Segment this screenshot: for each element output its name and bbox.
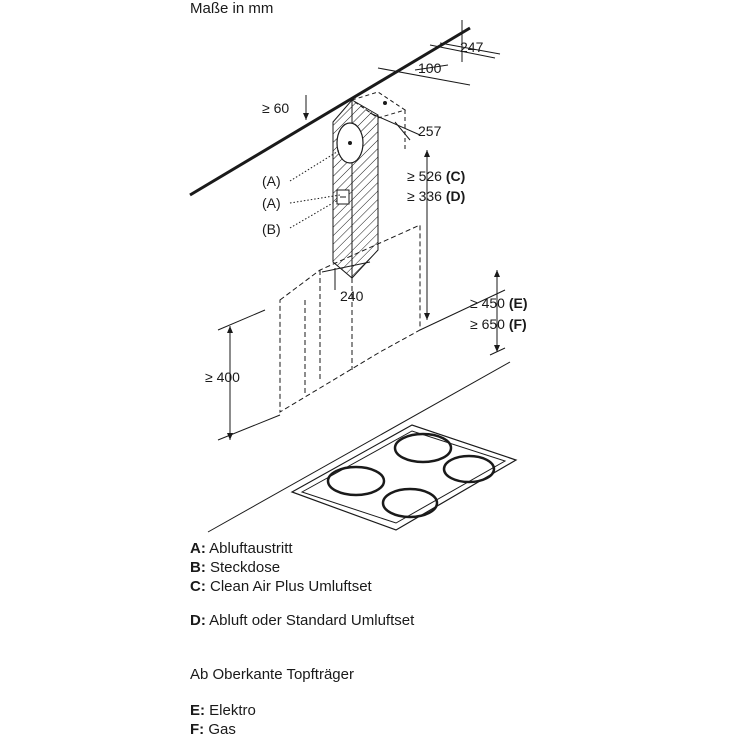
legend-item-b: B: Steckdose: [190, 559, 281, 576]
cooktop: [290, 424, 518, 531]
tag-a-1: (A): [262, 173, 281, 189]
legend-block-2: E: Elektro F: Gas: [190, 701, 256, 739]
legend-item-f: F: Gas: [190, 721, 236, 738]
burner-1: [393, 432, 453, 464]
burner-3: [442, 454, 496, 484]
dim-240-label: 240: [340, 288, 364, 304]
legend-item-c: C: Clean Air Plus Umluftset: [190, 578, 372, 595]
dim-650-label: ≥ 650 (F): [470, 316, 527, 332]
legend-item-a: A: Abluftaustritt: [190, 540, 293, 557]
dim-450-label: ≥ 450 (E): [470, 295, 528, 311]
dim-257-label: 257: [418, 123, 442, 139]
tag-b: (B): [262, 221, 281, 237]
legend-item-e: E: Elektro: [190, 702, 256, 719]
dim-240: [321, 261, 371, 290]
burner-4: [381, 487, 439, 519]
tag-a-2: (A): [262, 195, 281, 211]
page-title: Maße in mm: [190, 0, 274, 17]
dim-247-label: 247: [460, 39, 484, 55]
worktop-line: [207, 361, 511, 533]
dim-526-label: ≥ 526 (C): [407, 168, 465, 184]
legend-block-1: A: Abluftaustritt B: Steckdose C: Clean …: [190, 539, 372, 596]
dim-100-label: 100: [418, 60, 442, 76]
burner-2: [326, 465, 386, 497]
dim-100: [377, 64, 471, 86]
dim-400-label: ≥ 400: [205, 369, 240, 385]
dim-247: [429, 20, 501, 62]
legend-item-d: D: Abluft oder Standard Umluftset: [190, 612, 415, 629]
ceiling-line: [189, 26, 471, 197]
dim-336-label: ≥ 336 (D): [407, 188, 465, 204]
chimney-duct: [332, 99, 379, 279]
dim-60-label: ≥ 60: [262, 100, 289, 116]
legend-note: Ab Oberkante Topfträger: [190, 666, 354, 683]
